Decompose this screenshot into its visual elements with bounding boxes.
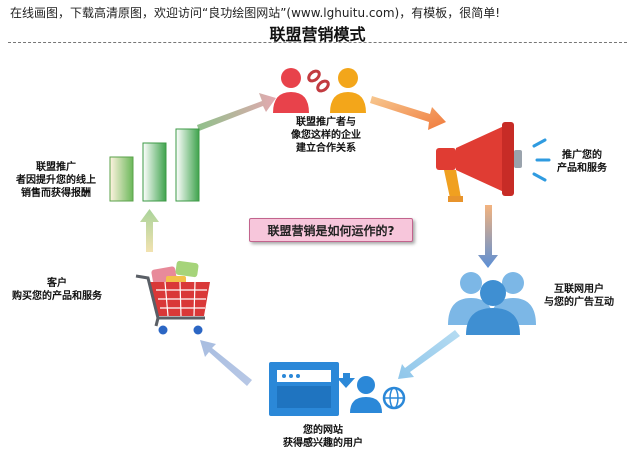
label-users-line1: 互联网用户 <box>554 284 604 295</box>
label-reward-line1: 联盟推广 <box>36 162 76 173</box>
arrow-to-website <box>398 330 460 379</box>
shopping-cart-icon <box>135 260 210 335</box>
user-group-icon <box>448 272 536 335</box>
label-reward-line2: 者因提升您的线上 <box>16 175 96 186</box>
arrow-to-users <box>478 205 498 268</box>
banner-text: 在线画图，下载高清原图，欢迎访问“良功绘图网站”(www.lghuitu.com… <box>10 6 501 20</box>
label-partners: 联盟推广者与 像您这样的企业 建立合作关系 <box>282 116 370 155</box>
arrow-to-cart <box>200 340 252 386</box>
diagram-title: 联盟营销模式 <box>269 25 366 44</box>
label-promote-line2: 产品和服务 <box>557 163 607 174</box>
arrow-to-partners <box>197 93 276 131</box>
arrow-to-megaphone <box>370 96 446 130</box>
megaphone-icon <box>436 122 551 202</box>
label-promote: 推广您的 产品和服务 <box>551 149 613 175</box>
arrow-to-bars <box>140 209 159 252</box>
website-icon <box>269 362 406 416</box>
label-website: 您的网站 获得感兴趣的用户 <box>273 424 373 450</box>
label-customer-line2: 购买您的产品和服务 <box>12 291 102 302</box>
label-users-line2: 与您的广告互动 <box>544 297 614 308</box>
growth-bars-icon <box>109 128 200 202</box>
title-divider <box>8 42 627 43</box>
label-reward: 联盟推广 者因提升您的线上 销售而获得报酬 <box>8 161 104 200</box>
label-partners-line2: 像您这样的企业 <box>291 130 361 141</box>
label-website-line1: 您的网站 <box>303 425 343 436</box>
label-customer-line1: 客户 <box>47 278 67 289</box>
center-question: 联盟营销是如何运作的? <box>249 218 413 242</box>
label-website-line2: 获得感兴趣的用户 <box>283 438 363 449</box>
partner-people-icon <box>273 68 366 113</box>
label-partners-line1: 联盟推广者与 <box>296 117 356 128</box>
label-promote-line1: 推广您的 <box>562 150 602 161</box>
label-reward-line3: 销售而获得报酬 <box>21 188 91 199</box>
label-customer: 客户 购买您的产品和服务 <box>4 277 110 303</box>
label-partners-line3: 建立合作关系 <box>296 143 356 154</box>
label-users: 互联网用户 与您的广告互动 <box>534 283 624 309</box>
